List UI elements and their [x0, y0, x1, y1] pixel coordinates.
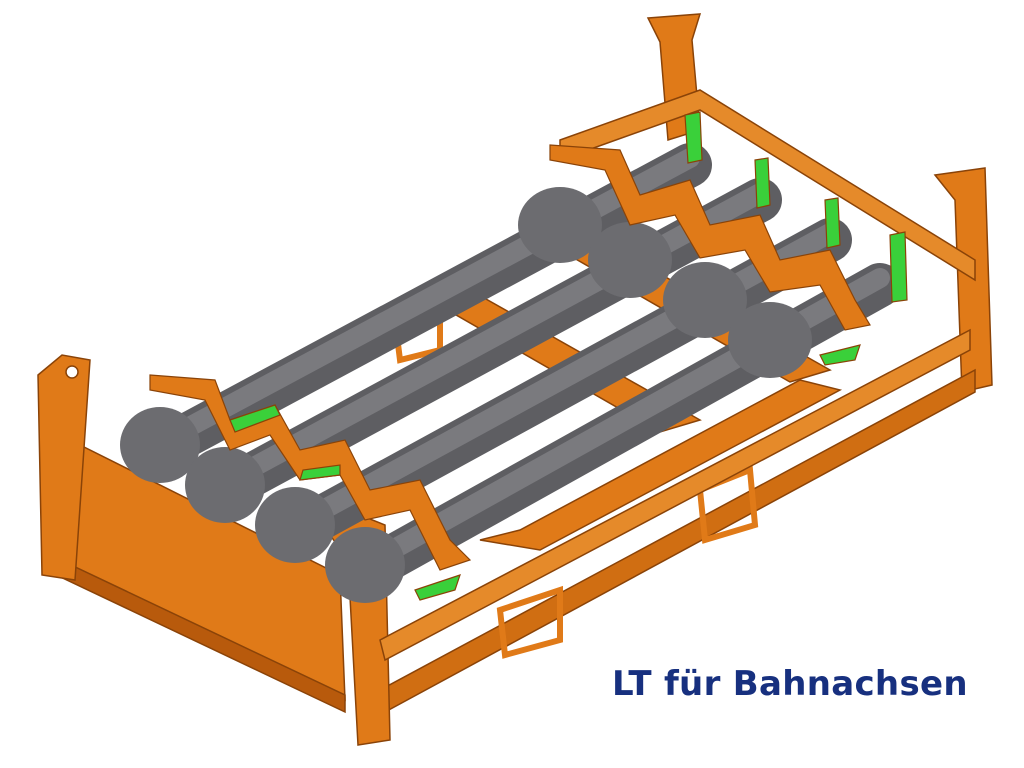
axle-shafts: [120, 143, 902, 603]
axle-shaft: [185, 178, 782, 523]
axle-shaft: [325, 263, 902, 603]
caption-title: LT für Bahnachsen: [612, 664, 968, 704]
axle-shaft: [120, 143, 712, 483]
saddle-supports: [149, 111, 908, 601]
axle-shaft: [255, 218, 852, 563]
